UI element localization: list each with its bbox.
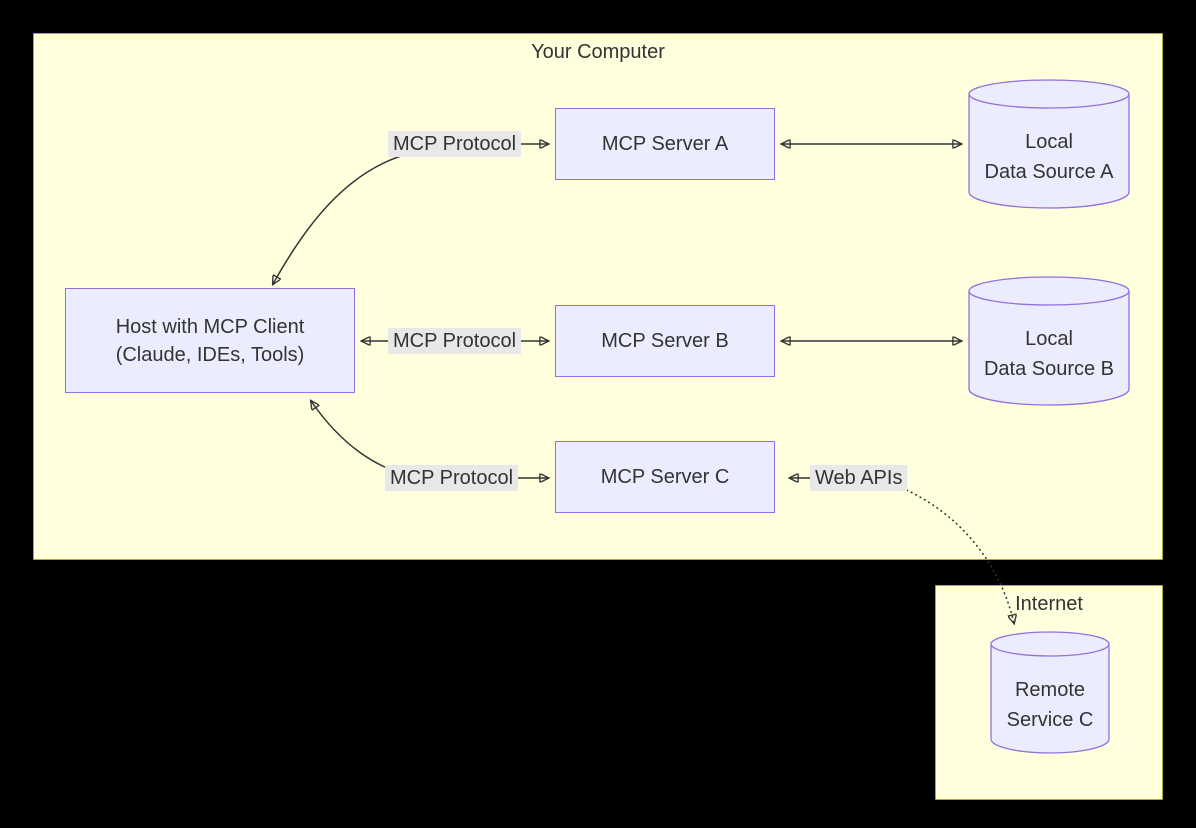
node-remote-service-c: Remote Service C (990, 630, 1110, 755)
edge-label-mcp-protocol-b: MCP Protocol (388, 328, 522, 354)
data-source-b-label: Local Data Source B (983, 328, 1115, 380)
edge-label-web-apis: Web APIs (810, 465, 908, 491)
node-host-with-mcp-client: Host with MCP Client (Claude, IDEs, Tool… (65, 288, 355, 393)
data-source-a-label: Local Data Source A (984, 131, 1114, 183)
mcp-server-a-label: MCP Server A (601, 133, 729, 155)
database-cylinder-icon (968, 79, 1130, 209)
node-local-data-source-b: Local Data Source B (968, 275, 1130, 407)
edge-label-mcp-protocol-c: MCP Protocol (385, 465, 519, 491)
node-local-data-source-a: Local Data Source A (968, 78, 1130, 210)
database-cylinder-icon (968, 276, 1130, 406)
mcp-server-b-label: MCP Server B (601, 330, 729, 352)
node-mcp-server-a: MCP Server A (555, 108, 775, 180)
your-computer-title: Your Computer (531, 41, 665, 63)
remote-service-c-label: Remote Service C (1006, 679, 1094, 731)
host-label-line1: Host with MCP Client (115, 315, 305, 338)
host-label-line2: (Claude, IDEs, Tools) (115, 343, 305, 366)
edge-label-mcp-protocol-a: MCP Protocol (388, 131, 522, 157)
internet-title: Internet (1015, 593, 1083, 615)
node-mcp-server-b: MCP Server B (555, 305, 775, 377)
node-mcp-server-c: MCP Server C (555, 441, 775, 513)
database-cylinder-icon (990, 631, 1110, 754)
mcp-server-c-label: MCP Server C (600, 466, 730, 488)
